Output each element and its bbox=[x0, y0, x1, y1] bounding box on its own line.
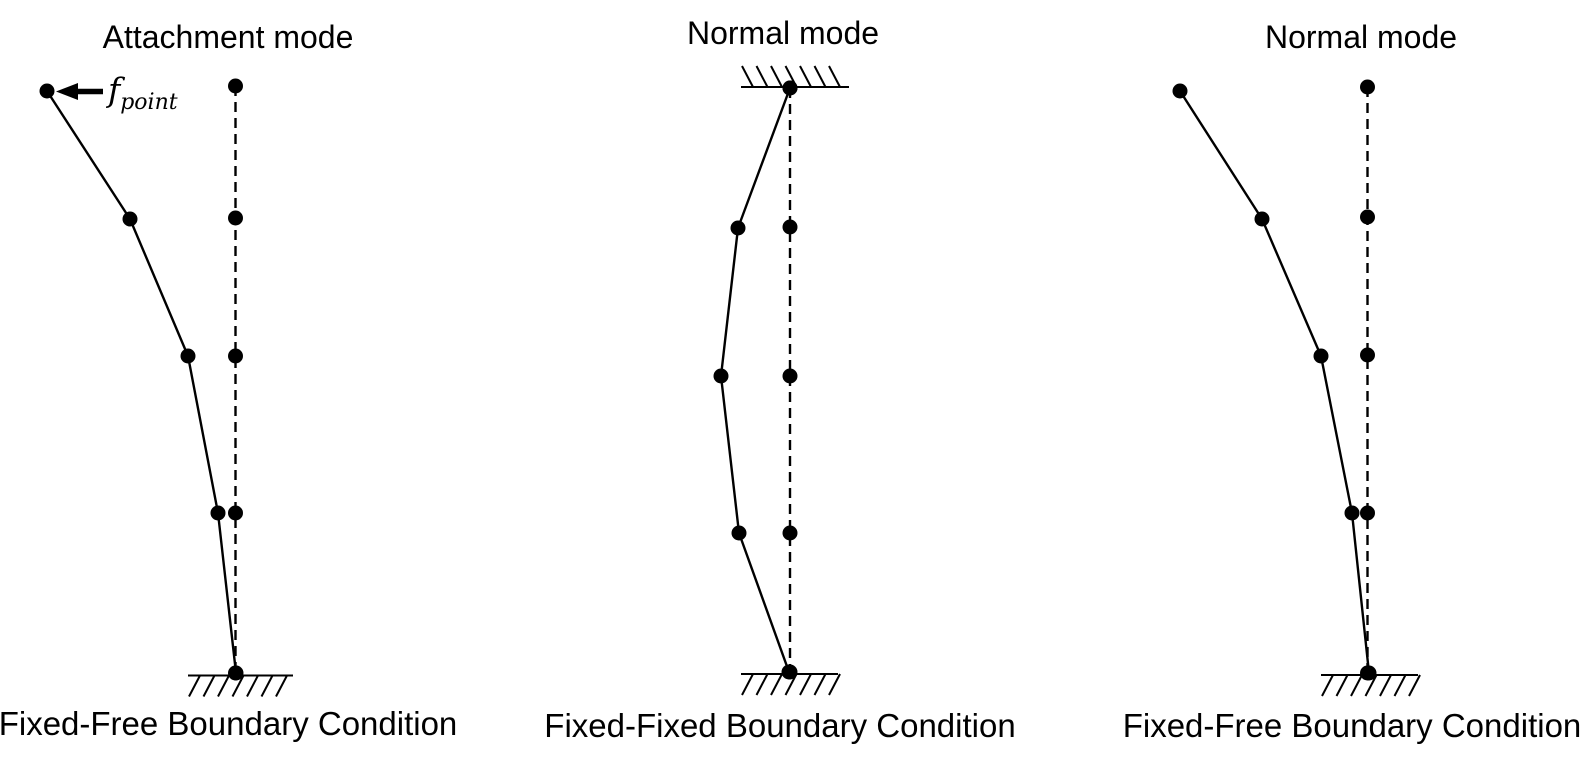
panel-title: Normal mode bbox=[687, 15, 879, 51]
hatch-stroke bbox=[755, 65, 769, 88]
hatch-stroke bbox=[741, 65, 754, 88]
beam-node-dot bbox=[122, 211, 138, 227]
reference-node-dot bbox=[228, 348, 243, 364]
reference-node-dot bbox=[1360, 79, 1375, 95]
beam-node-dot bbox=[1344, 505, 1360, 521]
beam-node-dot bbox=[731, 525, 747, 541]
support-hatching-bottom bbox=[1321, 674, 1421, 697]
panel-normal-mode-fixed-free: Normal mode Fixed-Free Boundary Conditio… bbox=[1123, 19, 1582, 744]
hatch-stroke bbox=[828, 65, 841, 88]
hatch-stroke bbox=[188, 675, 201, 697]
hatch-stroke bbox=[1350, 674, 1363, 697]
panel-title: Attachment mode bbox=[103, 19, 354, 55]
panel-caption: Fixed-Fixed Boundary Condition bbox=[544, 707, 1015, 744]
deformed-beam-line bbox=[719, 87, 792, 673]
panel-graphics bbox=[1172, 79, 1421, 697]
reference-node-dot bbox=[782, 219, 798, 235]
panel-graphics bbox=[713, 65, 849, 696]
panel-title: Normal mode bbox=[1265, 19, 1457, 55]
hatch-stroke bbox=[741, 673, 754, 696]
panel-caption: Fixed-Free Boundary Condition bbox=[0, 705, 457, 742]
beam-node-dot bbox=[713, 368, 729, 384]
hatch-stroke bbox=[217, 675, 230, 697]
hatch-stroke bbox=[275, 675, 288, 697]
support-hatching-bottom bbox=[188, 674, 293, 697]
reference-node-dot bbox=[782, 368, 798, 384]
force-subscript: point bbox=[120, 90, 178, 115]
reference-node-dot bbox=[1360, 347, 1375, 363]
panel-normal-mode-fixed-fixed: Normal mode Fixed-Fixed Boundary Conditi… bbox=[544, 15, 1015, 744]
hatch-stroke bbox=[231, 675, 245, 697]
beam-node-dot bbox=[180, 348, 196, 364]
hatch-stroke bbox=[246, 675, 259, 697]
beam-node-dot bbox=[210, 505, 226, 521]
beam-node-dot bbox=[1313, 348, 1329, 364]
reference-node-dot bbox=[228, 505, 243, 521]
reference-node-dot bbox=[782, 525, 798, 541]
hatch-stroke bbox=[202, 675, 216, 697]
beam-node-dot bbox=[1254, 211, 1270, 227]
beam-node-dot bbox=[228, 665, 244, 681]
hatch-stroke bbox=[770, 673, 783, 696]
hatch-stroke bbox=[799, 673, 812, 696]
hatch-stroke bbox=[1335, 674, 1349, 697]
reference-node-dot bbox=[1360, 505, 1375, 521]
beam-node-dot bbox=[781, 664, 797, 680]
hatch-stroke bbox=[755, 673, 769, 696]
panel-attachment-mode: Attachment mode fpoint Fixed-Free Bounda… bbox=[0, 19, 457, 742]
beam-node-dot bbox=[1172, 83, 1188, 99]
hatch-stroke bbox=[1393, 674, 1407, 697]
hatch-stroke bbox=[770, 65, 783, 88]
hatch-stroke bbox=[260, 675, 274, 697]
hatch-stroke bbox=[799, 65, 812, 88]
beam-node-dot bbox=[39, 83, 55, 99]
reference-node-dot bbox=[228, 210, 243, 226]
hatch-stroke bbox=[813, 65, 827, 88]
beam-node-dot bbox=[782, 80, 798, 96]
force-arrow-head bbox=[56, 83, 78, 100]
hatch-stroke bbox=[1379, 674, 1392, 697]
hatch-stroke bbox=[1321, 674, 1334, 697]
reference-node-dot bbox=[1360, 209, 1375, 225]
hatch-stroke bbox=[1364, 674, 1378, 697]
deformed-beam-line bbox=[45, 90, 238, 674]
beam-node-dot bbox=[1361, 665, 1377, 681]
hatch-stroke bbox=[828, 673, 841, 696]
panel-graphics bbox=[39, 78, 293, 697]
panel-caption: Fixed-Free Boundary Condition bbox=[1123, 707, 1582, 744]
beam-node-dot bbox=[730, 220, 746, 236]
hatch-stroke bbox=[813, 673, 827, 696]
deformed-beam-line bbox=[1178, 90, 1371, 674]
force-label: fpoint bbox=[105, 70, 178, 115]
hatch-stroke bbox=[1408, 674, 1421, 697]
reference-node-dot bbox=[228, 78, 243, 94]
